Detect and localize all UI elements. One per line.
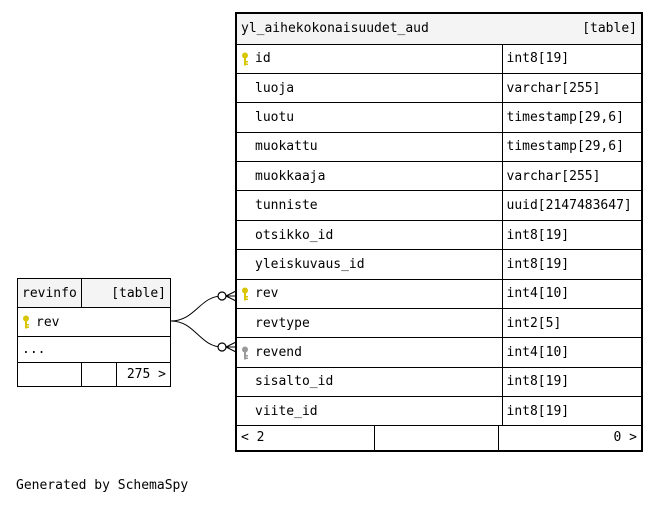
column-name-cell: muokkaaja xyxy=(235,161,503,192)
main-tag: [table] xyxy=(582,21,637,37)
column-row-rev[interactable]: rev int4[10] xyxy=(235,278,643,310)
column-type: timestamp[29,6] xyxy=(501,102,643,133)
main-name: yl_aihekokonaisuudet_aud xyxy=(241,21,429,37)
revinfo-footer-cell-2 xyxy=(80,362,117,387)
column-type: varchar[255] xyxy=(501,161,643,192)
column-name: luoja xyxy=(255,80,295,96)
main-parent-count[interactable]: < 2 xyxy=(237,426,375,451)
column-name-cell: viite_id xyxy=(235,396,503,427)
column-row-luoja[interactable]: luoja varchar[255] xyxy=(235,72,643,104)
column-name: tunniste xyxy=(255,198,318,214)
column-name: revend xyxy=(255,345,302,361)
main-child-count[interactable]: 0 > xyxy=(613,430,637,446)
column-name: sisalto_id xyxy=(255,374,334,390)
primary-key-icon xyxy=(241,287,249,301)
yl-aihekokonaisuudet-aud-table[interactable]: yl_aihekokonaisuudet_aud [table] id int8[… xyxy=(235,12,643,453)
column-type: int8[19] xyxy=(501,249,643,280)
column-name-cell: luotu xyxy=(235,102,503,133)
column-name-cell: sisalto_id xyxy=(235,366,503,398)
column-type: int4[10] xyxy=(501,278,643,310)
column-row-tunniste[interactable]: tunniste uuid[2147483647] xyxy=(235,190,643,221)
column-type: int8[19] xyxy=(501,43,643,74)
column-row-viite-id[interactable]: viite_id int8[19] xyxy=(235,396,643,427)
column-name: rev xyxy=(255,286,279,302)
revinfo-footer-cell-1 xyxy=(17,362,82,387)
column-name: yleiskuvaus_id xyxy=(255,256,365,272)
column-type: int4[10] xyxy=(501,337,643,368)
column-name-cell: luoja xyxy=(235,72,503,104)
generated-by-footer: Generated by SchemaSpy xyxy=(16,478,189,493)
column-row-revtype[interactable]: revtype int2[5] xyxy=(235,308,643,339)
column-name-cell: muokattu xyxy=(235,131,503,163)
foreign-key-icon xyxy=(241,346,249,360)
primary-key-icon xyxy=(241,52,249,66)
main-table-footer: < 2 0 > xyxy=(235,425,643,452)
column-name-cell: yleiskuvaus_id xyxy=(235,249,503,280)
column-name-cell: revend xyxy=(235,337,503,368)
column-row-muokattu[interactable]: muokattu timestamp[29,6] xyxy=(235,131,643,163)
revinfo-table[interactable]: revinfo [table] rev ... 275 > xyxy=(17,278,172,387)
column-row-id[interactable]: id int8[19] xyxy=(235,43,643,74)
column-name-cell: rev xyxy=(235,278,503,310)
revinfo-column-name: rev xyxy=(36,314,60,330)
column-name-cell: otsikko_id xyxy=(235,219,503,251)
column-type: timestamp[29,6] xyxy=(501,131,643,163)
column-name-cell: tunniste xyxy=(235,190,503,221)
column-name-cell: id xyxy=(235,43,503,74)
column-name: muokattu xyxy=(255,139,318,155)
column-row-otsikko-id[interactable]: otsikko_id int8[19] xyxy=(235,219,643,251)
revinfo-table-name: revinfo xyxy=(17,278,82,308)
revinfo-child-count[interactable]: 275 > xyxy=(115,362,172,387)
column-name: revtype xyxy=(255,315,310,331)
column-name: id xyxy=(255,51,271,67)
column-name: muokkaaja xyxy=(255,168,326,184)
revinfo-table-tag: [table] xyxy=(81,278,172,308)
column-type: int2[5] xyxy=(501,308,643,339)
primary-key-icon xyxy=(22,315,30,329)
main-footer-spacer xyxy=(375,426,499,451)
column-type: int8[19] xyxy=(501,396,643,427)
column-row-yleiskuvaus-id[interactable]: yleiskuvaus_id int8[19] xyxy=(235,249,643,280)
column-row-muokkaaja[interactable]: muokkaaja varchar[255] xyxy=(235,161,643,192)
column-row-luotu[interactable]: luotu timestamp[29,6] xyxy=(235,102,643,133)
column-type: uuid[2147483647] xyxy=(501,190,643,221)
revinfo-column-rev[interactable]: rev xyxy=(17,307,171,337)
column-type: varchar[255] xyxy=(501,72,643,104)
column-name: luotu xyxy=(255,109,295,125)
column-name-cell: revtype xyxy=(235,308,503,339)
revinfo-name: revinfo xyxy=(22,285,77,301)
column-type: int8[19] xyxy=(501,219,643,251)
column-name: otsikko_id xyxy=(255,227,334,243)
column-row-sisalto-id[interactable]: sisalto_id int8[19] xyxy=(235,366,643,398)
column-name: viite_id xyxy=(255,403,318,419)
column-type: int8[19] xyxy=(501,366,643,398)
revinfo-more-columns: ... xyxy=(17,336,171,363)
main-table-name: yl_aihekokonaisuudet_aud [table] xyxy=(235,12,643,45)
column-row-revend[interactable]: revend int4[10] xyxy=(235,337,643,368)
